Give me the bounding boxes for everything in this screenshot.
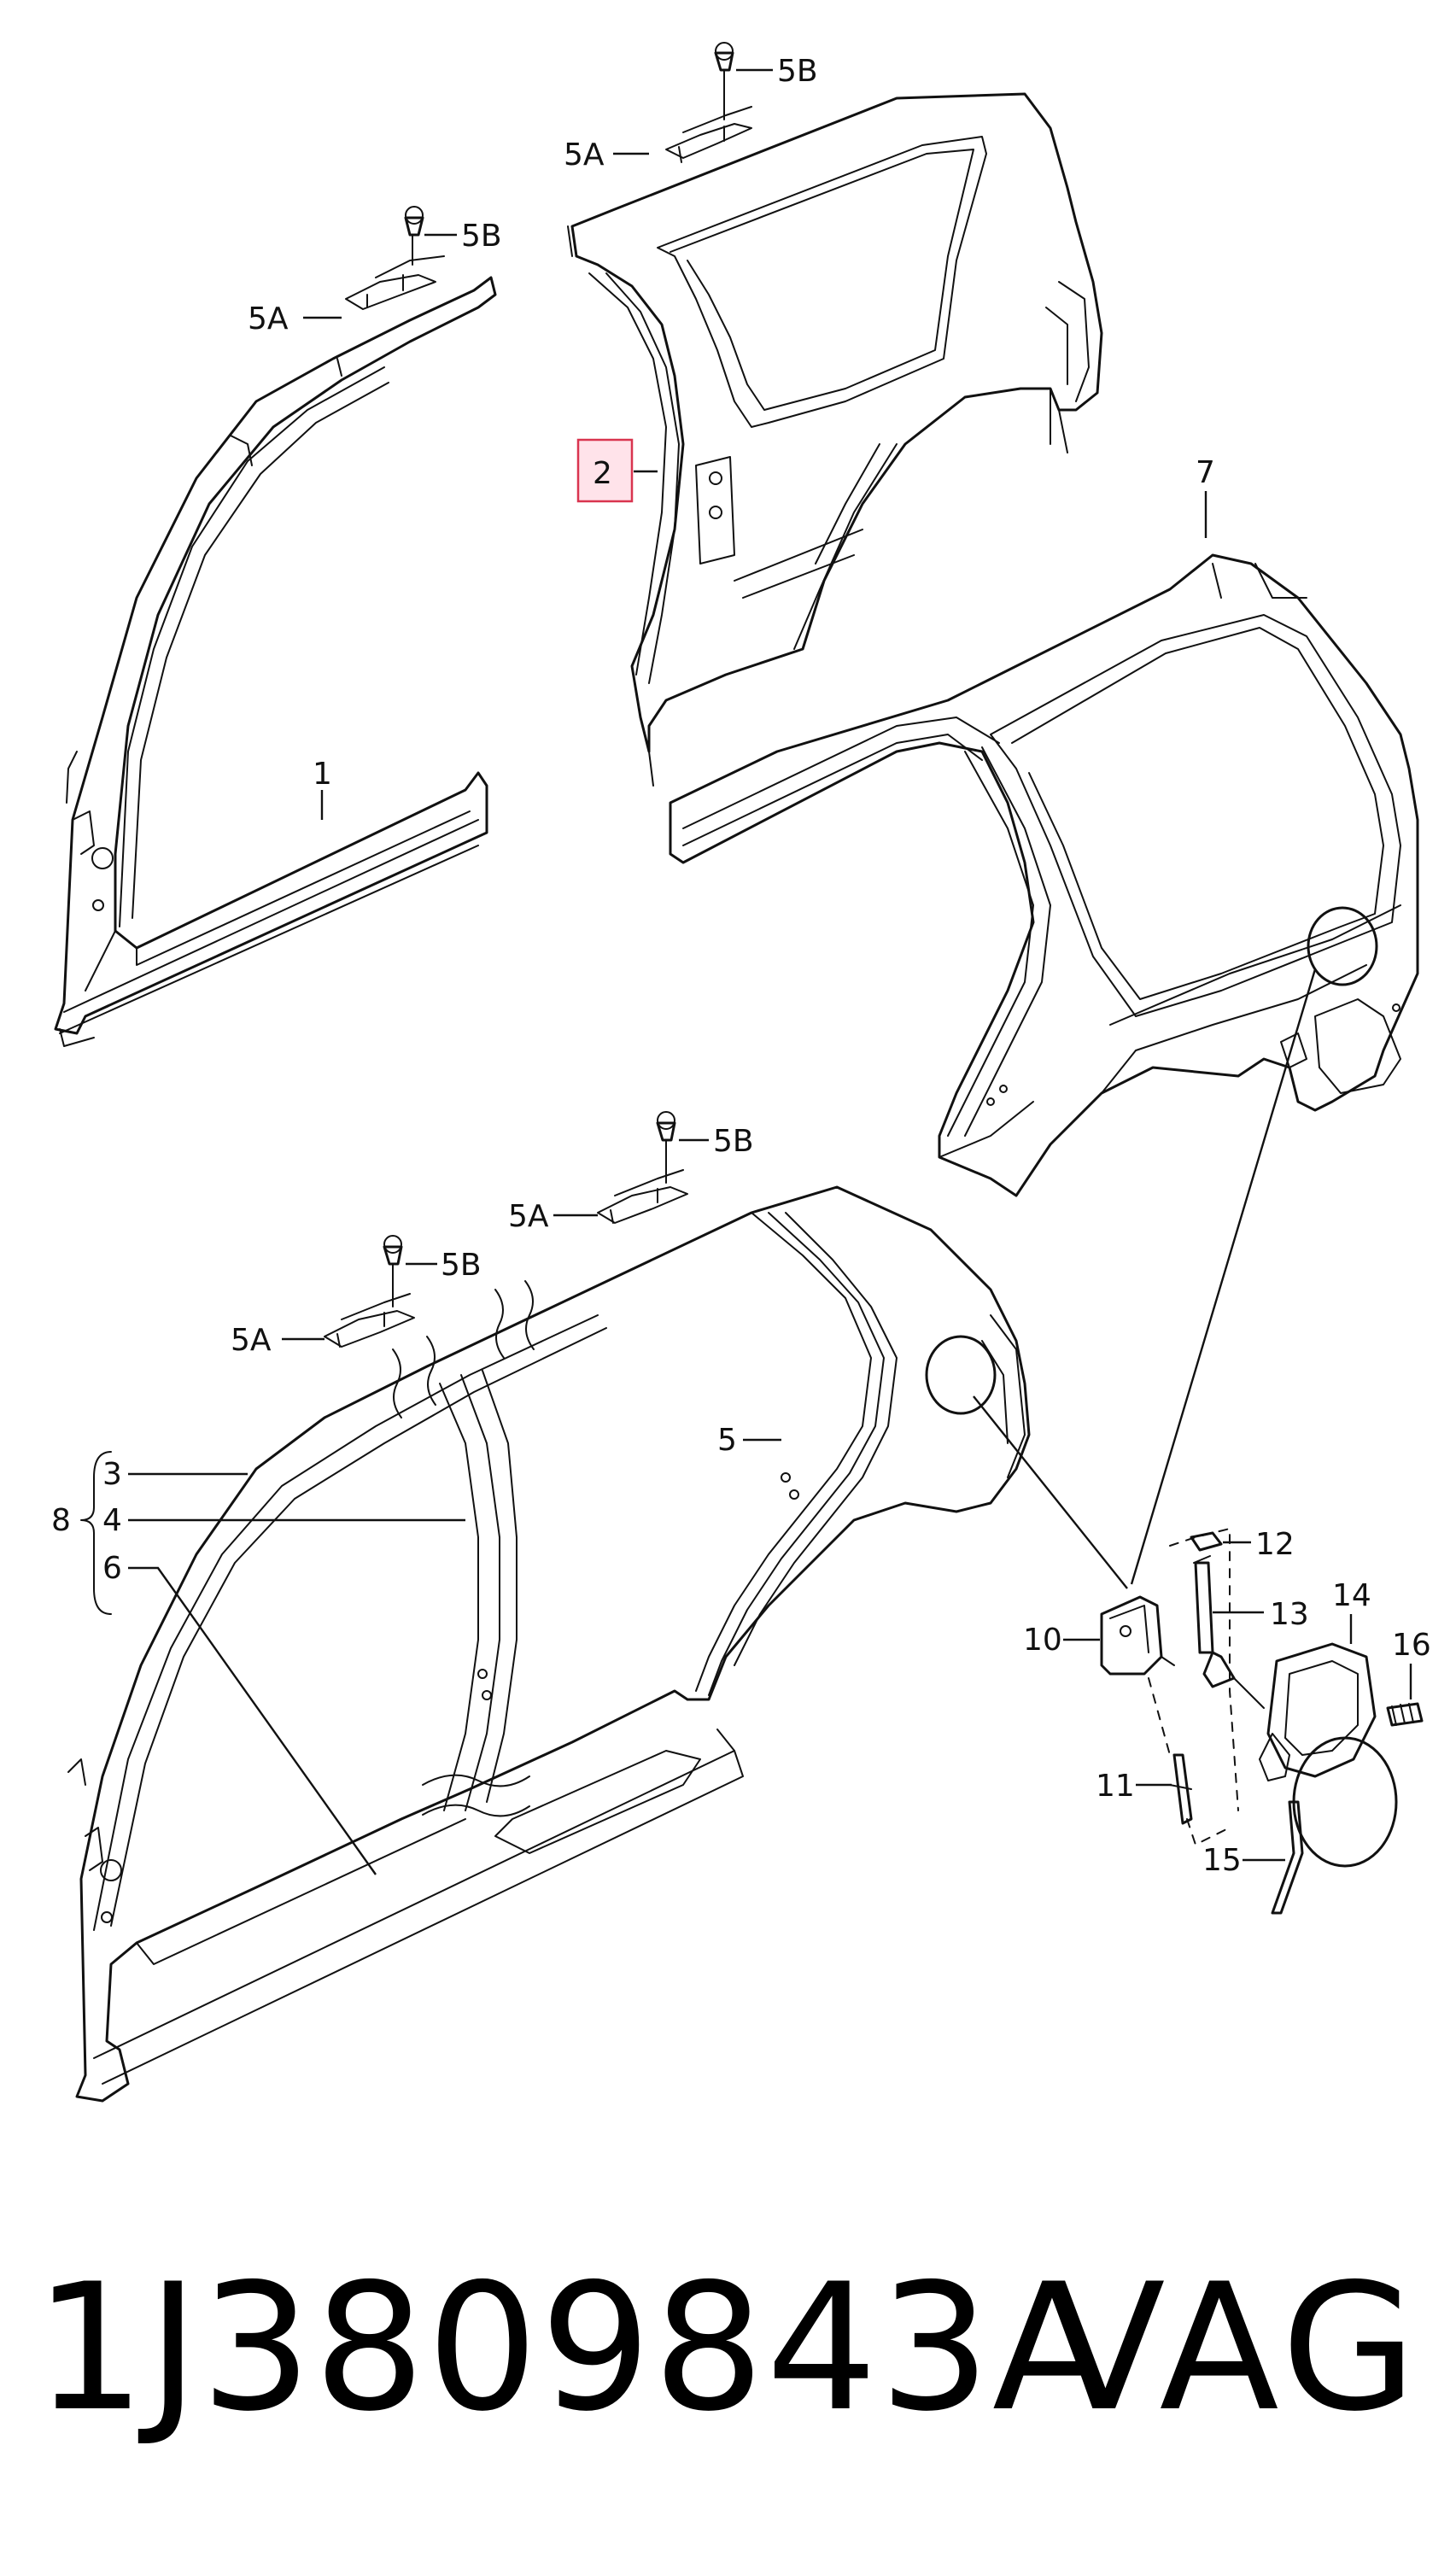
connector-leaders [973,968,1317,1589]
part-number: 1J3809843A [34,2247,1114,2450]
callouts: 5B 5A 5B 5A 2 1 7 5B 5A 5B 5A 5 8 3 [51,54,1431,1878]
callout-2-highlight [576,438,634,503]
callout-4: 4 [102,1503,122,1538]
callout-5b: 5B [441,1248,482,1283]
caption: 1J3809843A VAG [0,2220,1456,2477]
clip-5a-5b-lower-right [597,1111,688,1224]
callout-2: 2 [593,456,612,491]
callout-5a: 5A [231,1323,272,1358]
clip-5a-5b-lower-left [324,1235,415,1348]
part-2-inner-rear-section [567,92,1103,787]
clip-5a-5b-upper-left [345,206,445,310]
callout-5: 5 [717,1423,737,1458]
callout-5a: 5A [248,301,289,336]
callout-10: 10 [1023,1623,1062,1658]
callout-13: 13 [1270,1597,1309,1632]
callout-3: 3 [102,1457,122,1492]
callout-11: 11 [1096,1769,1135,1804]
bracket [80,1451,112,1615]
callout-14: 14 [1332,1578,1371,1613]
callout-5b: 5B [461,219,502,254]
callout-5a: 5A [508,1199,549,1234]
callout-16: 16 [1392,1628,1431,1663]
parts-diagram: 5B 5A 5B 5A 2 1 7 5B 5A 5B 5A 5 8 3 [51,42,1431,2103]
callout-5a: 5A [564,137,605,173]
fuel-filler-components [1100,1528,1424,1915]
callout-12: 12 [1255,1527,1295,1562]
callout-5b: 5B [713,1124,754,1159]
body-side-assembly [67,1185,1031,2103]
part-1-front-side-frame [54,276,497,1047]
callout-5b: 5B [777,54,818,89]
part-7-outer-side-panel [669,553,1419,1197]
callout-7: 7 [1196,455,1215,490]
callout-15: 15 [1202,1843,1242,1878]
brand: VAG [1045,2247,1422,2450]
callout-8: 8 [51,1503,71,1538]
callout-6: 6 [102,1551,122,1586]
clip-5a-5b-upper-centre [665,42,752,163]
callout-1: 1 [313,757,332,792]
